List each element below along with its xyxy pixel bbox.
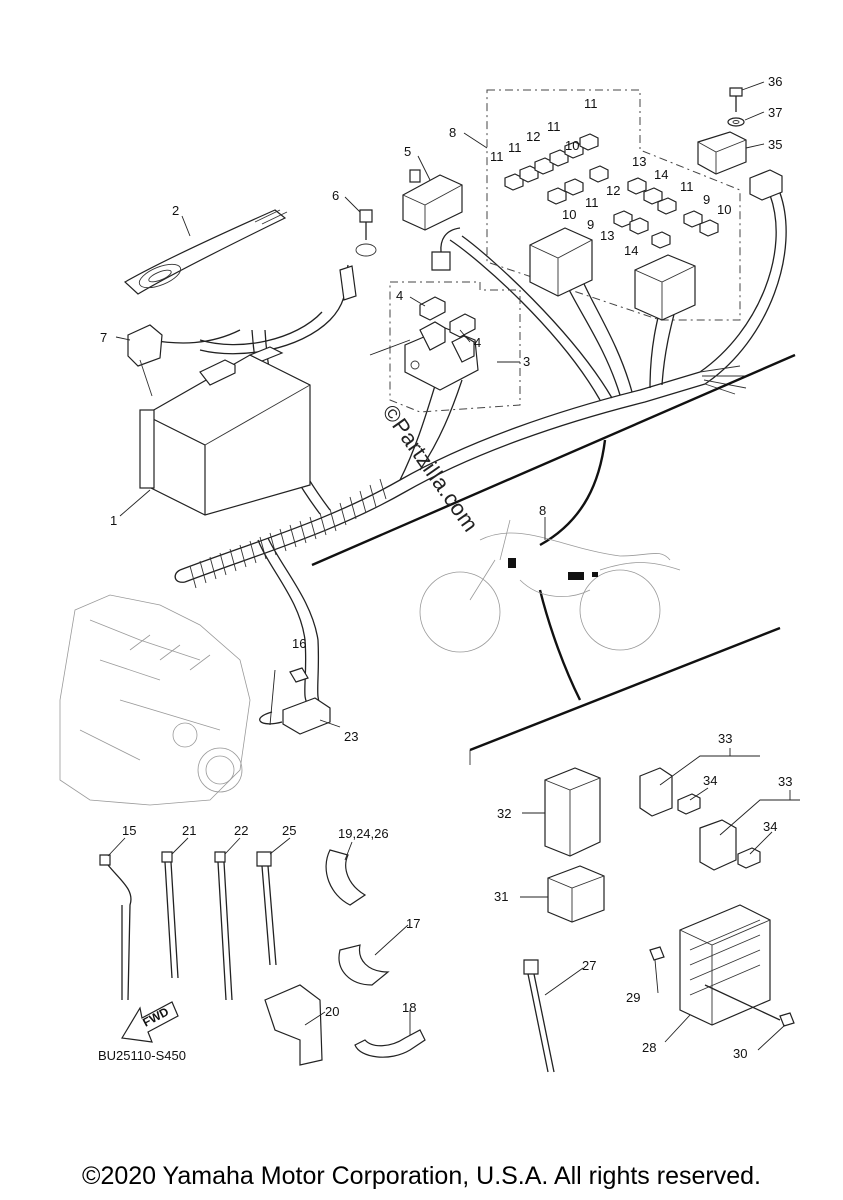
callout: 17 — [406, 916, 420, 931]
callout: 12 — [526, 129, 540, 144]
callout: 9 — [587, 217, 594, 232]
callout: 3 — [523, 354, 530, 369]
callout: 34 — [703, 773, 717, 788]
callout: 14 — [624, 243, 638, 258]
callout: 29 — [626, 990, 640, 1005]
callout: 11 — [584, 96, 598, 111]
callout: 4 — [396, 288, 403, 303]
callout: 10 — [717, 202, 731, 217]
callout: 13 — [600, 228, 614, 243]
bolt-terminal — [339, 209, 377, 301]
callout: 7 — [100, 330, 107, 345]
leader-lines — [107, 81, 800, 1051]
callout: 13 — [632, 154, 646, 169]
callout: 27 — [582, 958, 596, 973]
engine-ghost — [59, 594, 251, 806]
sensor — [259, 667, 331, 735]
copyright-notice: ©2020 Yamaha Motor Corporation, U.S.A. A… — [82, 1162, 761, 1190]
callout: 31 — [494, 889, 508, 904]
callout: 30 — [733, 1046, 747, 1061]
fuse-box-group — [486, 89, 741, 321]
callout: 25 — [282, 823, 296, 838]
callout: 11 — [680, 179, 694, 194]
callout: 1 — [110, 513, 117, 528]
callout: 21 — [182, 823, 196, 838]
callout: 2 — [172, 203, 179, 218]
callout: 34 — [763, 819, 777, 834]
callout: 16 — [292, 636, 306, 651]
callout: 37 — [768, 105, 782, 120]
battery-connector — [127, 324, 163, 397]
callout: 11 — [547, 119, 561, 134]
callout: 22 — [234, 823, 248, 838]
callout: 35 — [768, 137, 782, 152]
callout: 8 — [449, 125, 456, 140]
callout: 9 — [703, 192, 710, 207]
relay — [402, 169, 463, 271]
callout: 32 — [497, 806, 511, 821]
fwd-arrow-icon — [121, 1001, 179, 1043]
control-units — [544, 767, 605, 923]
callout: 11 — [585, 195, 599, 210]
callout: 28 — [642, 1040, 656, 1055]
callout: 6 — [332, 188, 339, 203]
battery-band — [123, 209, 288, 295]
callout: 18 — [402, 1000, 416, 1015]
starter-relay-group — [369, 281, 521, 413]
callout: 12 — [606, 183, 620, 198]
callouts: 1 2 3 4 4 5 6 7 8 8 9 9 10 10 10 11 11 1… — [100, 74, 792, 1061]
callout: 10 — [565, 138, 579, 153]
wiring-harness-diagram: 1 2 3 4 4 5 6 7 8 8 9 9 10 10 10 11 11 1… — [59, 74, 800, 1073]
regulator-rectifier — [649, 904, 795, 1027]
callout: 5 — [404, 144, 411, 159]
callout: 11 — [490, 149, 504, 164]
callout: 23 — [344, 729, 358, 744]
callout: 14 — [654, 167, 668, 182]
callout: 4 — [474, 335, 481, 350]
diagram-code: BU25110-S450 — [98, 1048, 186, 1063]
connectors-33-34 — [639, 767, 761, 871]
callout: 36 — [768, 74, 782, 89]
connector-bolt-washer — [697, 87, 783, 201]
callout: 33 — [778, 774, 792, 789]
battery — [139, 346, 311, 516]
motorcycle-locator — [311, 353, 796, 752]
clamps — [264, 849, 426, 1066]
callout: 10 — [562, 207, 576, 222]
callout: 19,24,26 — [338, 826, 389, 841]
callout: 15 — [122, 823, 136, 838]
callout: 33 — [718, 731, 732, 746]
cable-ties — [99, 851, 555, 1073]
callout: 8 — [539, 503, 546, 518]
callout: 20 — [325, 1004, 339, 1019]
callout: 11 — [508, 140, 522, 155]
